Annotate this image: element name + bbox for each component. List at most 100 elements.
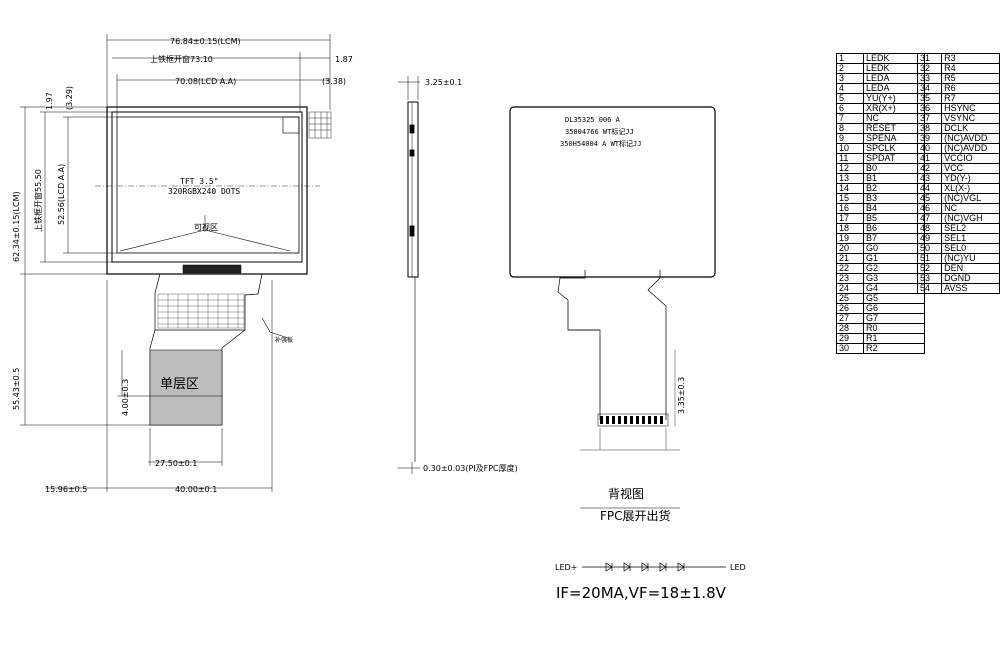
pin-number: 5 — [836, 93, 864, 104]
pin-signal: (NC)AVDD — [941, 133, 1000, 144]
pin-signal: B5 — [863, 213, 925, 224]
dim-fpc-thickness: 0.30±0.03(PI及FPC厚度) — [423, 463, 518, 473]
pin-number: 31 — [916, 53, 943, 64]
pin-number: 22 — [836, 263, 864, 274]
bezel-window — [111, 111, 303, 263]
dim-overall-width: 76.84±0.15(LCM) — [170, 37, 241, 46]
pin-signal: G0 — [863, 243, 925, 254]
pin-row: 45(NC)VGL — [916, 193, 1000, 204]
pin-signal: B2 — [863, 183, 925, 194]
dim-single-height: 4.00±0.3 — [121, 379, 130, 416]
pin-signal: LEDA — [863, 73, 925, 84]
dim-bezel-width: 上铁框开窗73.10 — [150, 54, 213, 64]
pin-signal: B3 — [863, 193, 925, 204]
back-label-2: 35004766 WT标记JJ — [565, 127, 634, 136]
pin-number: 38 — [916, 123, 943, 134]
pin-signal: (NC)YU — [941, 253, 1000, 264]
pin-number: 52 — [916, 263, 943, 274]
pin-number: 16 — [836, 203, 864, 214]
pin-signal: R2 — [863, 343, 925, 354]
pin-signal: B1 — [863, 173, 925, 184]
pin-signal: SEL1 — [941, 233, 1000, 244]
pin-signal: R5 — [941, 73, 1000, 84]
pin-number: 36 — [916, 103, 943, 114]
pin-signal: YU(Y+) — [863, 93, 925, 104]
pin-number: 37 — [916, 113, 943, 124]
pin-number: 21 — [836, 253, 864, 264]
pin-number: 1 — [836, 53, 864, 64]
pin-row: 47(NC)VGH — [916, 213, 1000, 224]
pin-number: 13 — [836, 173, 864, 184]
led-circuit — [582, 562, 726, 572]
pin-signal: G4 — [863, 283, 925, 294]
pin-number: 18 — [836, 223, 864, 234]
back-label-3: 350H54004 A WT标记JJ — [560, 139, 641, 148]
pin-number: 33 — [916, 73, 943, 84]
led-spec: IF=20MA,VF=18±1.8V — [556, 584, 727, 602]
pin-number: 6 — [836, 103, 864, 114]
pin-row: 40(NC)AVDD — [916, 143, 1000, 154]
led-diode — [605, 562, 685, 572]
pin-signal: LEDK — [863, 53, 925, 64]
stiffener-label: 补强板 — [275, 336, 293, 344]
pin-number: 32 — [916, 63, 943, 74]
pin-number: 42 — [916, 163, 943, 174]
pin-number: 46 — [916, 203, 943, 214]
lcm-outline — [106, 106, 308, 275]
pin-number: 26 — [836, 303, 864, 314]
dim-fpc-total: 40.00±0.1 — [175, 485, 217, 494]
led-minus-label: LED — [730, 563, 746, 572]
led-plus-label: LED+ — [555, 563, 577, 572]
single-layer-region — [149, 349, 223, 426]
pin-signal: (NC)AVDD — [941, 143, 1000, 154]
dim-top-2: (3.29) — [65, 86, 74, 110]
side-view — [398, 76, 420, 474]
pin-row: 39(NC)AVDD — [916, 133, 1000, 144]
pin-number: 4 — [836, 83, 864, 94]
dim-right-1: 1.87 — [335, 55, 353, 64]
pin-signal: YD(Y-) — [941, 173, 1000, 184]
back-view-title: 背视图 — [608, 486, 644, 501]
pin-number: 25 — [836, 293, 864, 304]
pin-signal: R6 — [941, 83, 1000, 94]
pin-number: 47 — [916, 213, 943, 224]
pin-number: 11 — [836, 153, 864, 164]
pin-signal: RESET — [863, 123, 925, 134]
pin-number: 17 — [836, 213, 864, 224]
pin-signal: VCC — [941, 163, 1000, 174]
pin-signal: G2 — [863, 263, 925, 274]
pin-signal: VSYNC — [941, 113, 1000, 124]
pin-number: 8 — [836, 123, 864, 134]
pin-number: 45 — [916, 193, 943, 204]
pin-signal: NC — [863, 113, 925, 124]
pin-signal: (NC)VGH — [941, 213, 1000, 224]
pin-signal: R1 — [863, 333, 925, 344]
pin-number: 10 — [836, 143, 864, 154]
pin-signal: R3 — [941, 53, 1000, 64]
